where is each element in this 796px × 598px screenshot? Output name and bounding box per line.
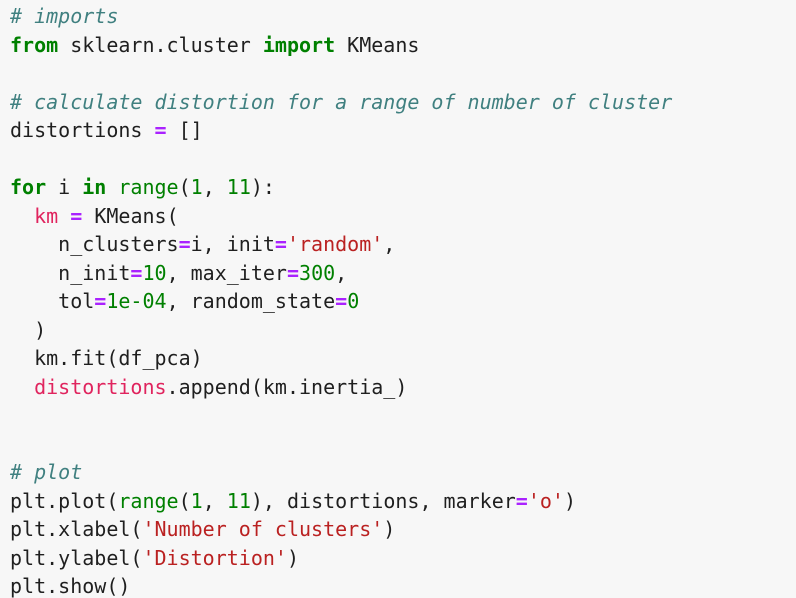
code-operator: = (178, 232, 191, 256)
code-variable: km (34, 203, 59, 228)
code-text: ) (383, 517, 396, 541)
code-number: 11 (226, 488, 251, 513)
code-line: km = KMeans( (10, 202, 796, 231)
code-line (10, 430, 796, 459)
code-text: n_init (10, 260, 131, 285)
code-line: tol=1e-04, random_state=0 (10, 287, 796, 316)
code-line: distortions = [] (10, 116, 796, 145)
code-text: plt.plot( (10, 488, 119, 513)
code-text: , (335, 260, 348, 285)
code-operator: = (94, 289, 107, 313)
code-text: plt.show() (10, 574, 131, 598)
code-builtin: range (118, 488, 179, 513)
code-text (10, 375, 34, 399)
code-text: plt.xlabel( (10, 517, 143, 541)
code-number: 0 (347, 289, 360, 313)
code-operator: = (154, 118, 167, 142)
code-line: km.fit(df_pca) (10, 344, 796, 373)
code-operator: = (274, 232, 287, 256)
code-text: ) (563, 488, 576, 513)
code-line: plt.ylabel('Distortion') (10, 544, 796, 573)
code-number: 11 (226, 175, 251, 199)
code-text: distortions (10, 118, 155, 142)
code-text (106, 175, 118, 199)
code-line: from sklearn.cluster import KMeans (10, 31, 796, 60)
code-line: n_clusters=i, init='random', (10, 230, 796, 259)
code-comment: # imports (10, 4, 119, 28)
code-block: # imports from sklearn.cluster import KMe… (10, 2, 796, 598)
code-text: n_clusters (10, 232, 179, 256)
code-line: n_init=10, max_iter=300, (10, 259, 796, 288)
code-text (58, 204, 70, 228)
code-keyword: import (262, 32, 336, 57)
code-line: # calculate distortion for a range of nu… (10, 88, 796, 117)
code-line (10, 59, 796, 88)
code-text: , (202, 488, 227, 513)
code-text: ( (178, 175, 191, 199)
code-line: for i in range(1, 11): (10, 173, 796, 202)
code-text: , (383, 232, 396, 256)
code-builtin: range (118, 175, 179, 199)
code-comment: # plot (10, 460, 83, 484)
code-text: , max_iter (166, 260, 287, 285)
code-text: km.fit(df_pca) (10, 346, 203, 370)
code-text: ): (250, 175, 275, 199)
code-text: tol (10, 289, 95, 313)
code-number: 10 (142, 260, 167, 285)
code-text: sklearn.cluster (58, 32, 263, 57)
code-text: [] (166, 118, 203, 142)
code-line (10, 401, 796, 430)
code-line: plt.xlabel('Number of clusters') (10, 515, 796, 544)
code-keyword: from (10, 32, 59, 57)
code-variable: distortions (34, 374, 167, 399)
code-string: 'Distortion' (142, 545, 287, 570)
code-operator: = (130, 260, 143, 285)
code-text: ( (178, 488, 191, 513)
code-text: ) (286, 545, 299, 570)
code-string: 'o' (527, 488, 564, 513)
code-text: .append(km.inertia_) (166, 374, 408, 399)
code-text: ), distortions, marker (250, 488, 516, 513)
code-operator: = (286, 260, 300, 285)
code-number: 1 (190, 175, 203, 199)
code-number: 1e-04 (106, 289, 167, 313)
code-text: , (202, 175, 227, 199)
code-comment: # calculate distortion for a range of nu… (10, 89, 673, 114)
code-line (10, 145, 796, 174)
code-operator: = (515, 488, 528, 513)
code-operator: = (70, 203, 83, 228)
code-text: , random_state (166, 289, 336, 313)
code-string: 'Number of clusters' (142, 517, 384, 541)
code-keyword: for (10, 175, 47, 199)
code-line: distortions.append(km.inertia_) (10, 373, 796, 402)
code-text: KMeans (335, 32, 420, 57)
code-line: # plot (10, 458, 796, 487)
code-line: ) (10, 316, 796, 345)
code-operator: = (335, 289, 348, 313)
code-text: i, init (190, 232, 275, 256)
code-line: plt.plot(range(1, 11), distortions, mark… (10, 487, 796, 516)
code-number: 1 (190, 488, 203, 513)
code-text: i (46, 175, 83, 199)
code-text (10, 204, 34, 228)
code-line: plt.show() (10, 572, 796, 598)
code-keyword: in (82, 175, 107, 199)
code-number: 300 (299, 260, 336, 285)
code-text: KMeans( (82, 203, 179, 228)
code-text: plt.ylabel( (10, 545, 143, 570)
code-string: 'random' (286, 232, 384, 256)
code-line: # imports (10, 2, 796, 31)
code-text: ) (10, 317, 47, 342)
